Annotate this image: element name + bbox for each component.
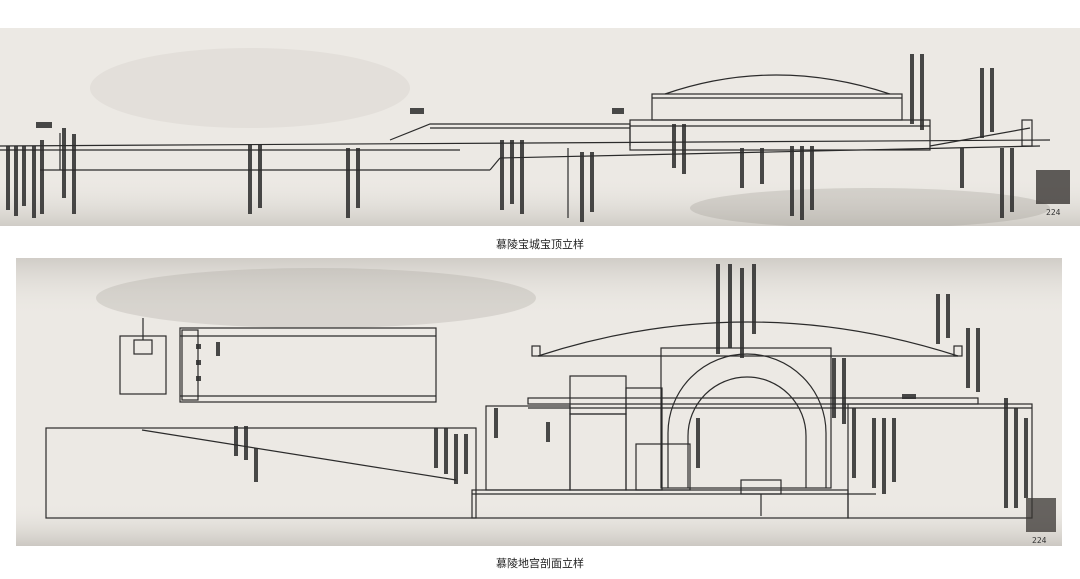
drawing-section: 224 [16, 258, 1062, 546]
figure-caption-elevation: 慕陵宝城宝顶立样 [496, 238, 584, 251]
section-linework [16, 258, 1062, 546]
seal-stamp [1036, 170, 1070, 204]
elevation-linework [0, 48, 1080, 226]
figure-caption-section: 慕陵地宫剖面立样 [496, 557, 584, 570]
page-number: 224 [1046, 208, 1061, 217]
seal-stamp [1026, 498, 1056, 532]
drawing-elevation: 224 [0, 28, 1080, 226]
page-number: 224 [1032, 536, 1047, 545]
